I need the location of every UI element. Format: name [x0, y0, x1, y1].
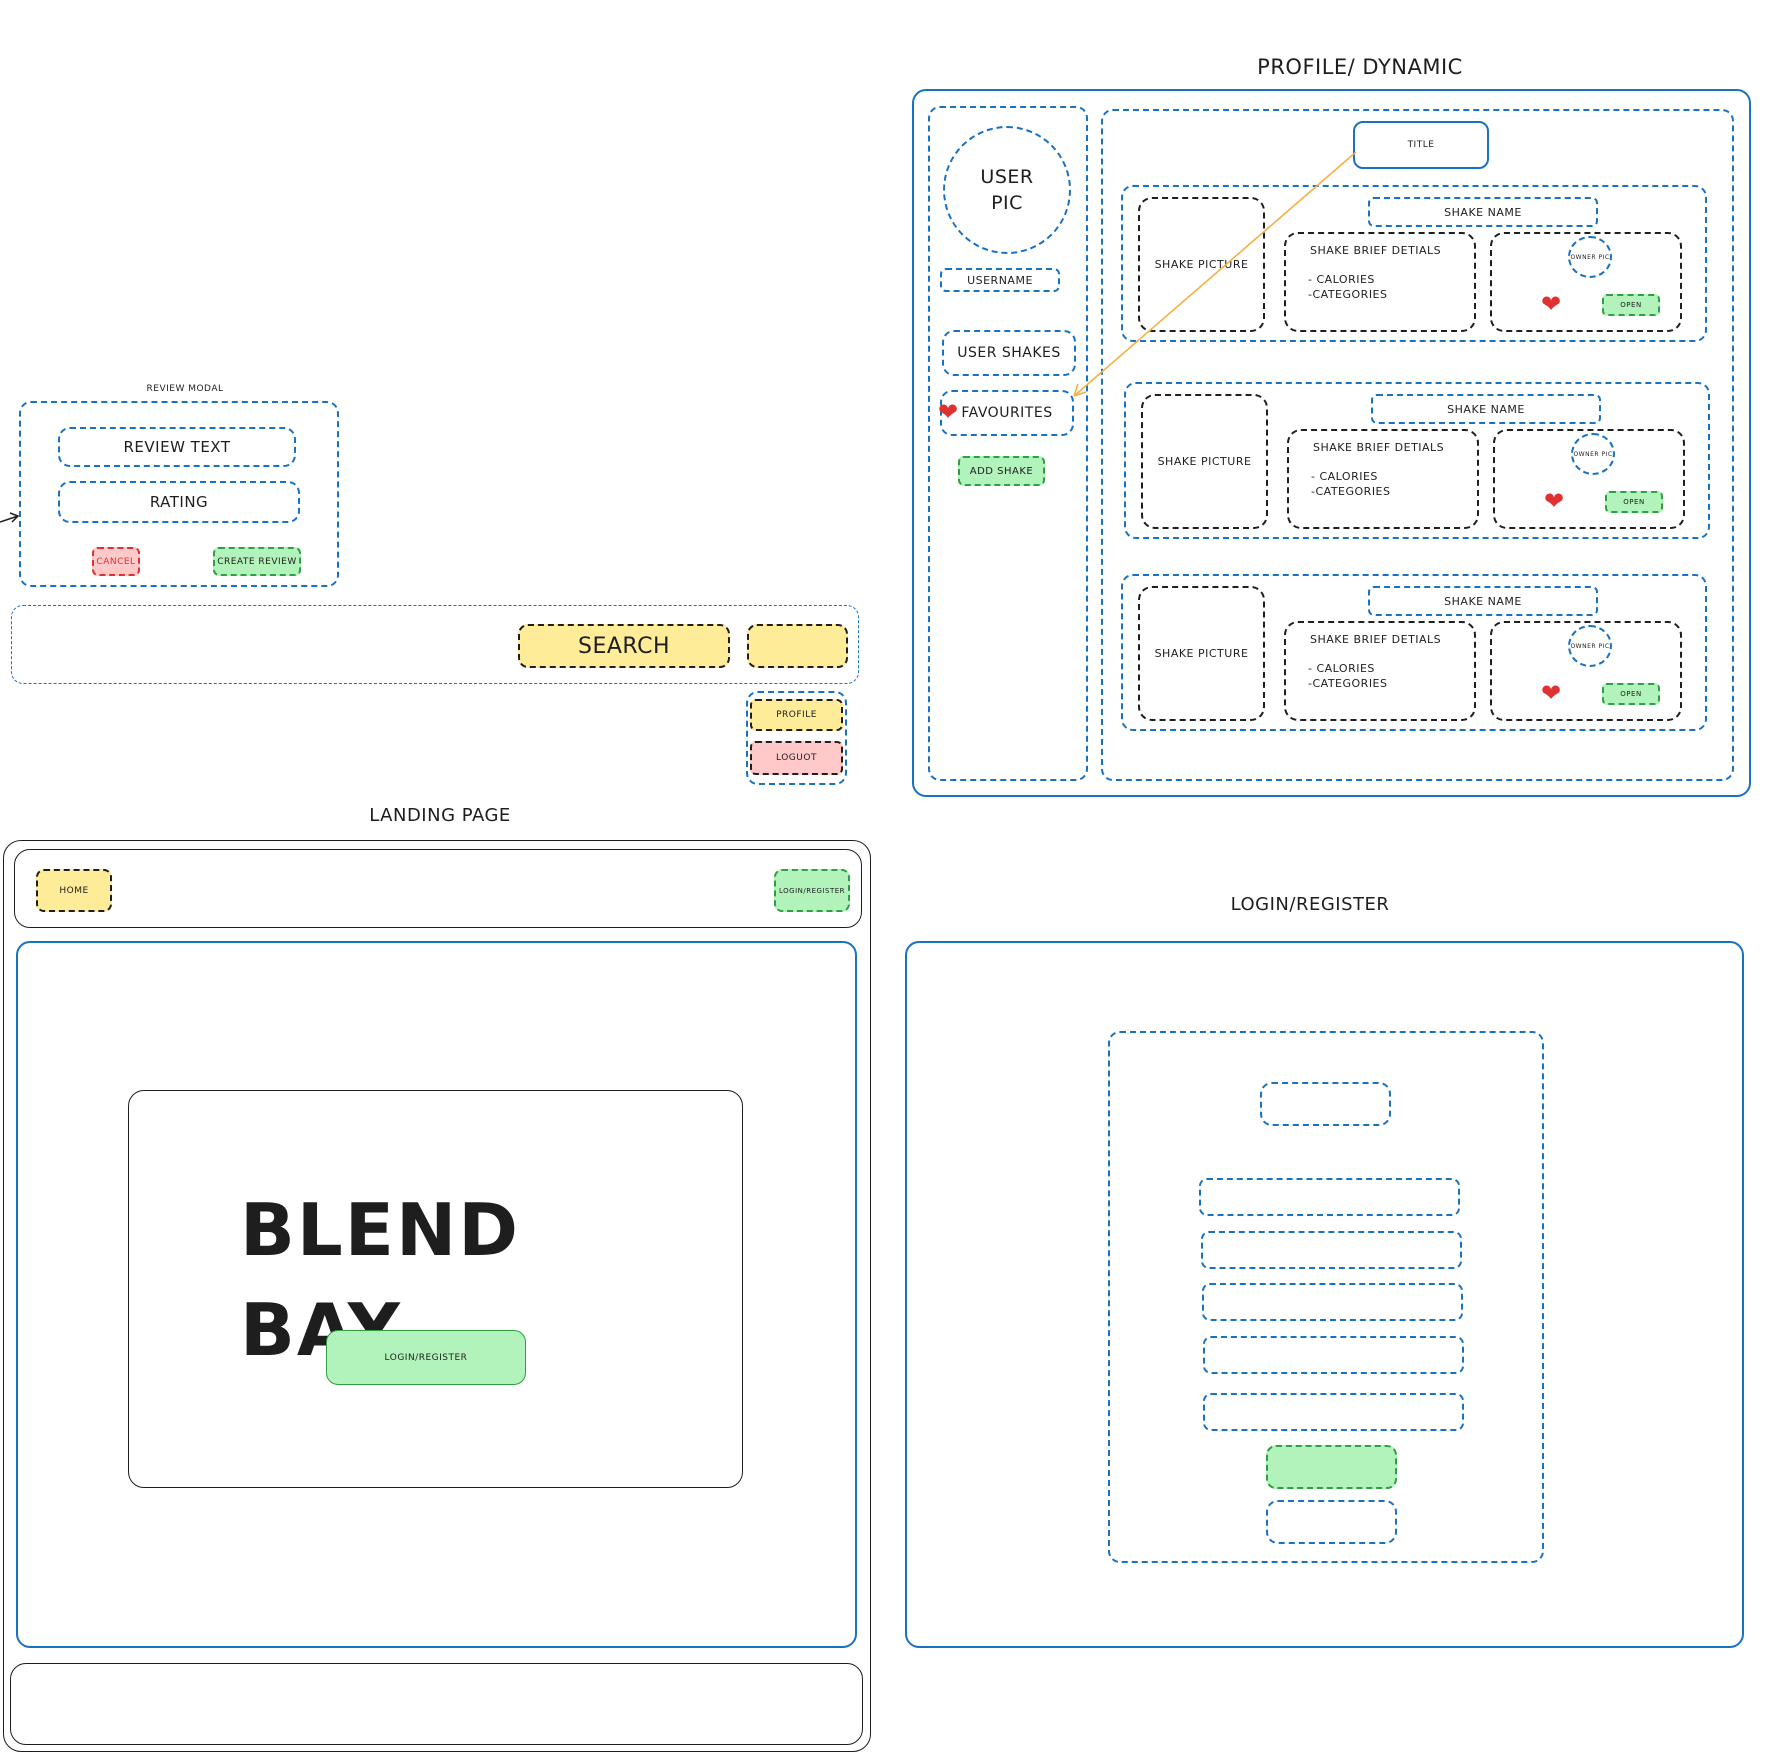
cta-login-register-button[interactable]: LOGIN/REGISTER — [326, 1330, 526, 1385]
profile-heading: PROFILE/ DYNAMIC — [1257, 55, 1463, 79]
user-shakes-button[interactable]: USER SHAKES — [942, 330, 1076, 376]
open-button[interactable]: OPEN — [1605, 491, 1663, 513]
submit-button[interactable] — [1266, 1445, 1397, 1489]
open-button[interactable]: OPEN — [1602, 294, 1660, 316]
review-text-field[interactable]: REVIEW TEXT — [58, 427, 296, 467]
shake-calories: - CALORIES — [1308, 662, 1375, 675]
owner-pic: OWNER PIC — [1568, 625, 1612, 667]
favourites-button[interactable]: FAVOURITES — [940, 390, 1074, 436]
login-form-card — [1108, 1031, 1544, 1563]
login-form-title — [1260, 1082, 1391, 1126]
home-button[interactable]: HOME — [36, 869, 112, 912]
shake-brief-title: SHAKE BRIEF DETIALS — [1310, 633, 1442, 646]
arrow-head-icon — [0, 512, 20, 523]
shake-card[interactable] — [1121, 574, 1707, 731]
review-modal — [19, 401, 339, 587]
shake-owner-panel — [1493, 429, 1685, 529]
landing-footer — [10, 1663, 863, 1745]
shake-calories: - CALORIES — [1311, 470, 1378, 483]
shake-brief-details: SHAKE BRIEF DETIALS - CALORIES -CATEGORI… — [1284, 232, 1476, 332]
profile-frame — [912, 89, 1751, 797]
form-input-2[interactable] — [1201, 1231, 1462, 1269]
connector-arrow — [1073, 151, 1357, 397]
secondary-button[interactable] — [1266, 1500, 1397, 1544]
shake-categories: -CATEGORIES — [1308, 677, 1388, 690]
user-pic: USER PIC — [943, 126, 1071, 254]
search-bar — [11, 605, 859, 684]
favourites-label: FAVOURITES — [961, 405, 1053, 421]
shake-brief-details: SHAKE BRIEF DETIALS - CALORIES -CATEGORI… — [1284, 621, 1476, 721]
login-frame — [905, 941, 1744, 1648]
search-extra-button[interactable] — [747, 624, 848, 668]
landing-frame — [3, 840, 871, 1752]
username-label: USERNAME — [940, 268, 1060, 292]
shake-picture: SHAKE PICTURE — [1138, 586, 1265, 721]
search-button[interactable]: SEARCH — [518, 624, 730, 668]
cancel-button[interactable]: CANCEL — [92, 547, 140, 576]
shake-name: SHAKE NAME — [1368, 197, 1598, 227]
shake-categories: -CATEGORIES — [1308, 288, 1388, 301]
shake-card[interactable] — [1124, 382, 1710, 539]
profile-sidebar — [928, 106, 1088, 781]
shake-owner-panel — [1490, 232, 1682, 332]
rating-field[interactable]: RATING — [58, 481, 300, 523]
create-review-button[interactable]: CREATE REVIEW — [213, 547, 301, 576]
hero-card — [128, 1090, 743, 1488]
shake-brief-details: SHAKE BRIEF DETIALS - CALORIES -CATEGORI… — [1287, 429, 1479, 529]
title-label: TITLE — [1353, 121, 1489, 169]
shake-categories: -CATEGORIES — [1311, 485, 1391, 498]
landing-navbar — [14, 849, 862, 928]
owner-pic: OWNER PIC — [1568, 236, 1612, 278]
shake-picture: SHAKE PICTURE — [1138, 197, 1265, 332]
login-heading: LOGIN/REGISTER — [1230, 893, 1390, 915]
profile-button[interactable]: PROFILE — [750, 699, 843, 731]
form-input-3[interactable] — [1202, 1283, 1463, 1321]
review-modal-title: REVIEW MODAL — [146, 384, 224, 394]
profile-content — [1101, 109, 1734, 781]
shake-name: SHAKE NAME — [1371, 394, 1601, 424]
form-input-4[interactable] — [1203, 1336, 1464, 1374]
heart-icon[interactable]: ❤ — [1541, 679, 1562, 707]
owner-pic: OWNER PIC — [1571, 433, 1615, 475]
heart-icon[interactable]: ❤ — [1544, 487, 1565, 515]
landing-main — [16, 941, 857, 1648]
form-input-1[interactable] — [1199, 1178, 1460, 1216]
heart-icon[interactable]: ❤ — [1541, 290, 1562, 318]
nav-login-register-button[interactable]: LOGIN/REGISTER — [774, 869, 850, 912]
logout-button[interactable]: LOGUOT — [750, 741, 843, 775]
user-pic-label: USER PIC — [980, 166, 1034, 214]
shake-brief-title: SHAKE BRIEF DETIALS — [1310, 244, 1442, 257]
brand-title: BLEND BAY — [240, 1188, 520, 1372]
shake-owner-panel — [1490, 621, 1682, 721]
user-menu-dropdown — [746, 691, 847, 785]
shake-card[interactable] — [1121, 185, 1707, 342]
form-input-5[interactable] — [1203, 1393, 1464, 1431]
heart-icon: ❤ — [938, 398, 959, 426]
shake-calories: - CALORIES — [1308, 273, 1375, 286]
landing-heading: LANDING PAGE — [369, 804, 511, 826]
add-shake-button[interactable]: ADD SHAKE — [958, 456, 1045, 486]
shake-brief-title: SHAKE BRIEF DETIALS — [1313, 441, 1445, 454]
shake-picture: SHAKE PICTURE — [1141, 394, 1268, 529]
open-button[interactable]: OPEN — [1602, 683, 1660, 705]
shake-name: SHAKE NAME — [1368, 586, 1598, 616]
